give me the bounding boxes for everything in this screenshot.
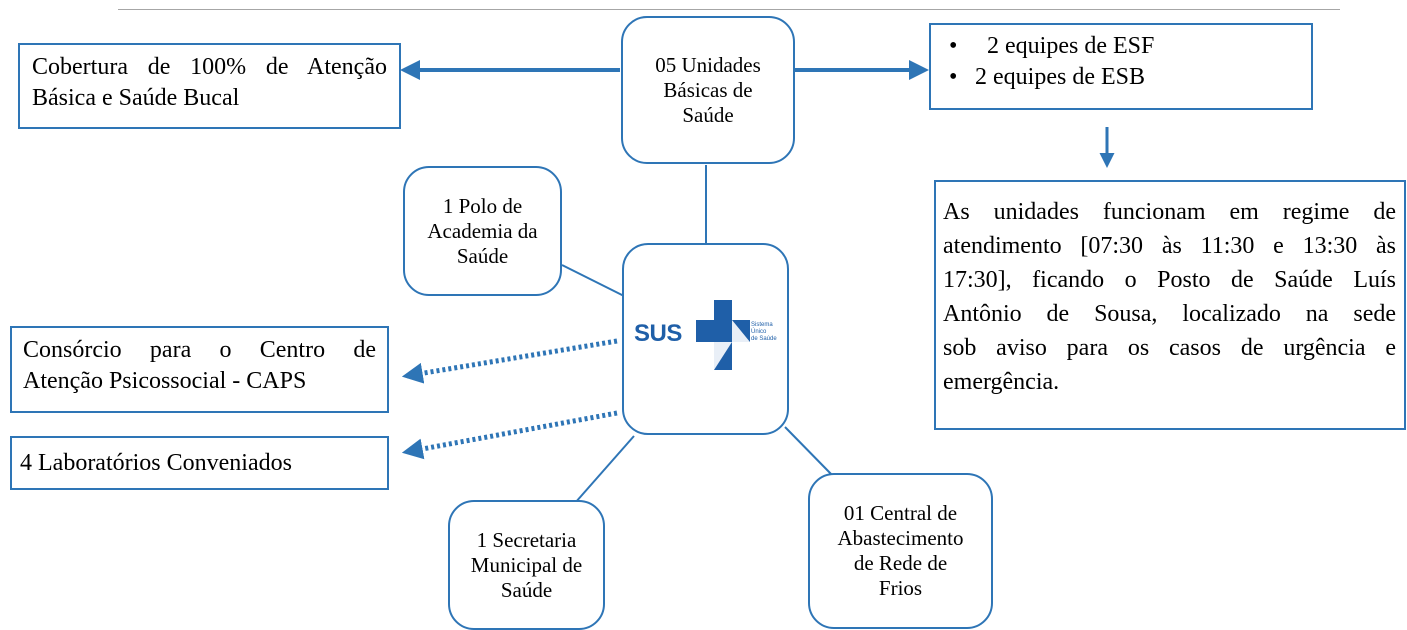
funcionamento-line: sob aviso para os casos de urgência e	[943, 335, 1396, 361]
sus-cross-icon	[696, 300, 750, 370]
sus-logo-text: SUS	[634, 320, 682, 347]
laboratorios-label: 4 Laboratórios Conveniados	[20, 450, 292, 476]
caps-line: Atenção Psicossocial - CAPS	[23, 368, 307, 394]
equipes-node: • 2 equipes de ESF • 2 equipes de ESB	[929, 23, 1313, 110]
dotted-arrow-to-caps	[401, 338, 618, 384]
cobertura-node: Cobertura de 100% de Atenção Básica e Sa…	[18, 43, 401, 129]
ubs-line: 05 Unidades	[655, 52, 761, 77]
link-sus-secretaria	[574, 435, 635, 504]
top-rule	[118, 9, 1340, 10]
equipes-item-label: 2 equipes de ESB	[975, 64, 1145, 90]
funcionamento-line: emergência.	[943, 369, 1060, 395]
central-line: 01 Central de	[843, 501, 958, 525]
dotted-arrow-to-laboratorios	[401, 410, 618, 460]
polo-line: 1 Polo de	[442, 193, 523, 218]
ubs-line: Saúde	[682, 102, 734, 127]
secretaria-node: 1 Secretaria Municipal de Saúde	[448, 500, 605, 630]
sus-logo-subtitle: Sistema Único de Saúde	[751, 322, 781, 343]
caps-node: Consórcio para o Centro de Atenção Psico…	[10, 326, 389, 413]
funcionamento-line: 17:30], ficando o Posto de Saúde Luís	[943, 267, 1396, 293]
cobertura-line: Cobertura de 100% de Atenção	[32, 54, 387, 80]
funcionamento-line: As unidades funcionam em regime de	[943, 199, 1396, 225]
link-polo-sus	[561, 264, 625, 297]
central-line: Frios	[878, 576, 923, 600]
central-line: Abastecimento	[837, 526, 964, 550]
equipes-item: • 2 equipes de ESB	[949, 62, 1311, 93]
polo-line: Academia da	[427, 218, 538, 243]
sus-sub-line: Único	[751, 329, 767, 335]
bullet-icon: •	[949, 64, 958, 90]
ubs-node: 05 Unidades Básicas de Saúde	[621, 16, 795, 164]
link-sus-central	[784, 426, 834, 477]
central-line: de Rede de	[853, 551, 948, 575]
bullet-icon: •	[949, 33, 958, 59]
sus-sub-line: de Saúde	[751, 336, 777, 342]
funcionamento-line: Antônio de Sousa, localizado na sede	[943, 301, 1396, 327]
sus-logo: SUS Sistema Único de Saúde	[634, 298, 777, 374]
equipes-item: • 2 equipes de ESF	[949, 31, 1311, 62]
secretaria-line: Municipal de	[470, 552, 583, 577]
cobertura-line: Básica e Saúde Bucal	[32, 85, 240, 111]
polo-line: Saúde	[456, 243, 509, 268]
funcionamento-line: atendimento [07:30 às 11:30 e 13:30 às	[943, 233, 1396, 259]
sus-sub-line: Sistema	[751, 322, 773, 328]
funcionamento-node: As unidades funcionam em regime de atend…	[934, 180, 1406, 430]
secretaria-line: 1 Secretaria	[476, 527, 577, 552]
equipes-item-label: 2 equipes de ESF	[987, 33, 1155, 59]
secretaria-line: Saúde	[500, 577, 553, 602]
caps-line: Consórcio para o Centro de	[23, 337, 376, 363]
central-node: 01 Central de Abastecimento de Rede de F…	[808, 473, 993, 629]
ubs-line: Básicas de	[663, 77, 753, 102]
polo-node: 1 Polo de Academia da Saúde	[403, 166, 562, 296]
laboratorios-node: 4 Laboratórios Conveniados	[10, 436, 389, 490]
